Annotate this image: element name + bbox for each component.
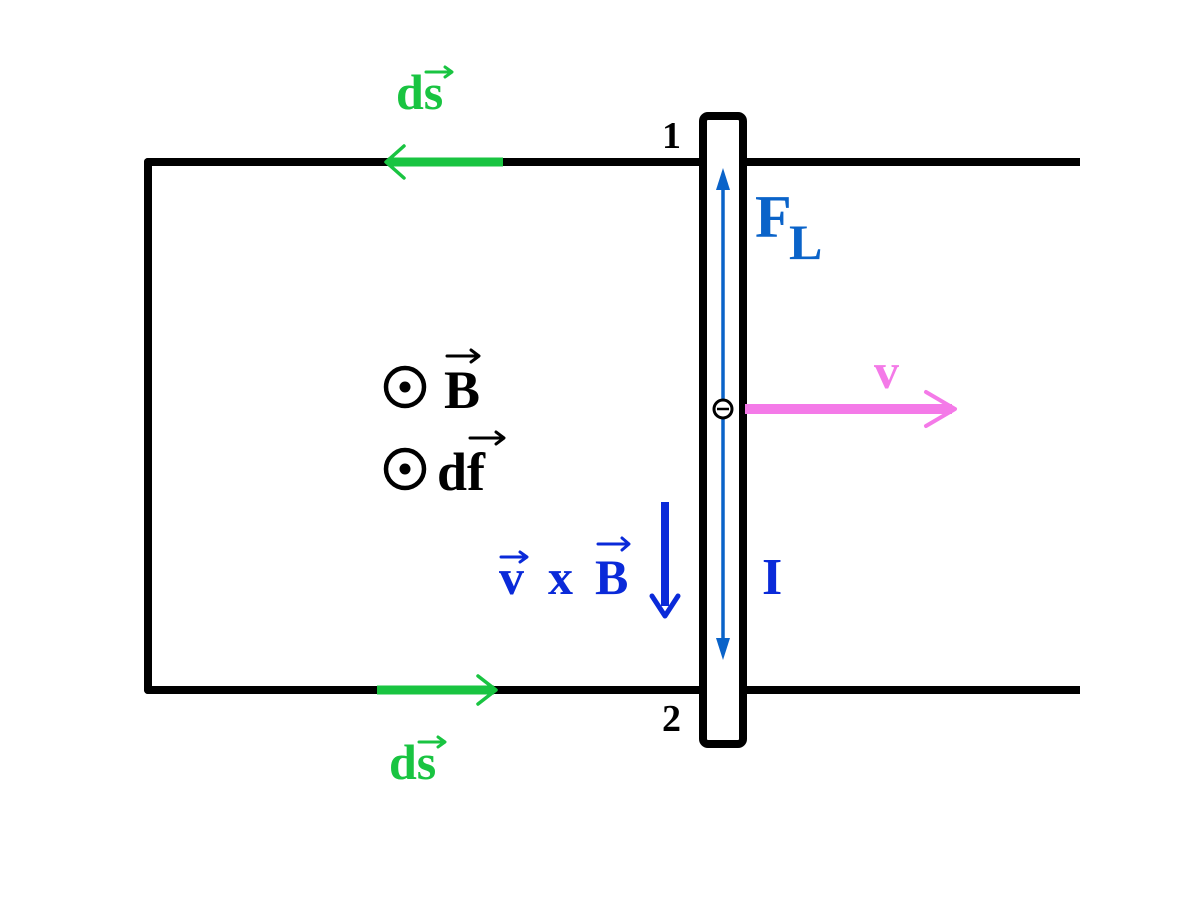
point-2-label: 2 [662, 698, 681, 740]
vxb-arrow [649, 502, 681, 619]
vector-arrow-icon [445, 348, 481, 364]
vector-arrow-icon [468, 430, 506, 446]
ds-label-top: ds [396, 64, 454, 120]
velocity-arrow [745, 390, 957, 428]
current-label: I [762, 549, 782, 606]
vector-arrow-icon [596, 536, 631, 552]
area-element-text: df [437, 442, 486, 502]
circuit-frame [144, 158, 1080, 694]
ds-arrow-bottom [377, 674, 498, 706]
area-element-label: df [437, 430, 506, 502]
vector-arrow-icon [424, 65, 454, 79]
vector-arrow-icon [417, 735, 447, 749]
vxb-label: v x B [499, 536, 631, 605]
field-B-label: B [444, 348, 481, 420]
lorentz-force-text: F [755, 184, 792, 250]
velocity-label: v [874, 343, 899, 399]
lorentz-force-subscript: L [789, 214, 822, 270]
vxb-B-text: B [595, 549, 628, 605]
point-1-label: 1 [662, 115, 681, 157]
minus-in-circle-icon [712, 398, 734, 420]
vxb-cross-text: x [548, 549, 573, 605]
ds-arrow-top [384, 144, 503, 180]
field-B-text: B [444, 360, 480, 420]
dot-in-circle-icon [383, 365, 427, 409]
ds-label-bottom: ds [389, 734, 447, 790]
lorentz-force-label: F L [755, 184, 822, 270]
vector-arrow-icon [499, 550, 529, 564]
dot-in-circle-icon [383, 447, 427, 491]
